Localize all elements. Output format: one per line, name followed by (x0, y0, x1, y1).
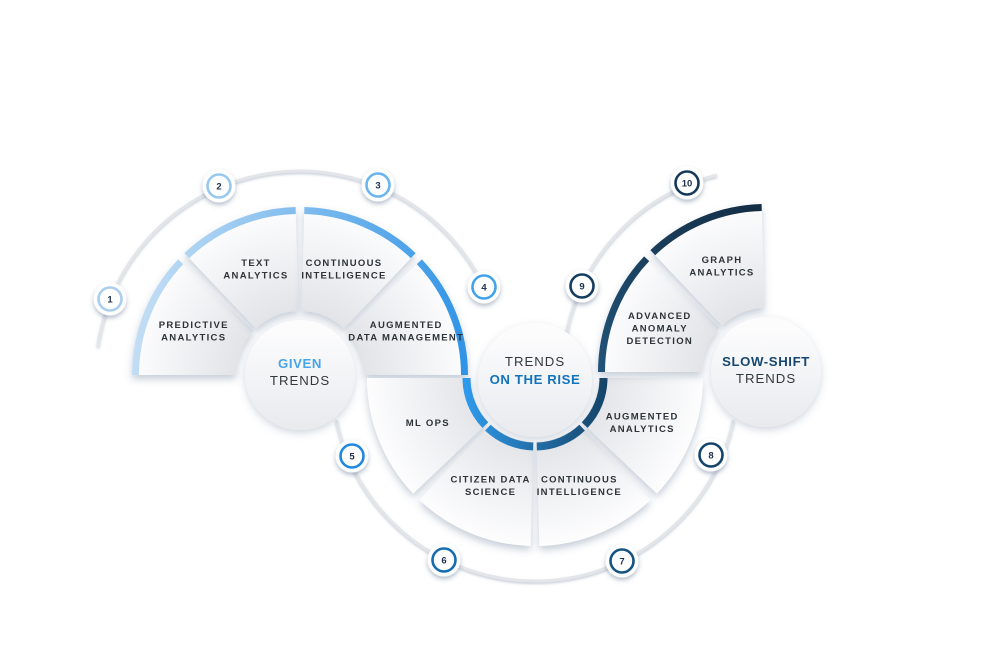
fan-rise-title-line1: TRENDS (505, 354, 565, 369)
badge-ring (609, 548, 635, 574)
segment-label: AUGMENTED (370, 320, 443, 331)
badge-7: 7 (605, 544, 639, 578)
badge-ring (339, 443, 365, 469)
segment-augmented-analytics (581, 378, 703, 494)
badge-9: 9 (565, 269, 599, 303)
fan-segments: PREDICTIVE ANALYTICS TEXT ANALYTICS CONTINUO… (132, 204, 765, 546)
fan-center-rise (478, 323, 592, 437)
segment-label: DATA MANAGEMENT (348, 333, 464, 344)
segment-accent-band (650, 204, 762, 256)
track-arc-rise (334, 419, 736, 583)
fan-center-slowshift (711, 317, 821, 427)
segment-label: PREDICTIVE (159, 320, 229, 331)
badge-ring (365, 172, 391, 198)
segment-accent-band (581, 377, 608, 428)
track-arcs (96, 169, 736, 583)
segment-label: ADVANCED (628, 311, 692, 322)
fan-given-title-line1: GIVEN (278, 356, 322, 371)
badge-number: 10 (682, 178, 693, 189)
segment-accent-band (184, 207, 296, 259)
fan-rise: ML OPS CITIZEN DATA SCIENCE CONTINUOUS INTEL… (367, 377, 703, 546)
fan-center-given (245, 320, 355, 430)
badge-number: 5 (349, 451, 355, 462)
segment-label: CITIZEN DATA (451, 474, 531, 485)
segment-label: SCIENCE (465, 487, 516, 498)
badge-1: 1 (93, 282, 127, 316)
number-badges: 1 2 3 4 5 6 7 8 9 10 (93, 166, 728, 578)
badge-ring (698, 442, 724, 468)
segment-label: AUGMENTED (606, 412, 679, 423)
segment-label: INTELLIGENCE (301, 271, 386, 282)
badge-ring (97, 286, 123, 312)
segment-label: DETECTION (626, 336, 693, 347)
badge-ring (569, 273, 595, 299)
segment-accent-band (304, 207, 416, 259)
segment-ml-ops (367, 378, 489, 494)
segment-accent-band (132, 259, 184, 376)
segment-label: CONTINUOUS (541, 474, 618, 485)
badge-ring (471, 274, 497, 300)
badge-number: 3 (375, 180, 380, 191)
fan-given-title-line2: TRENDS (270, 373, 330, 388)
badge-number: 2 (216, 181, 221, 192)
segment-citizen-data-science (419, 424, 534, 546)
segment-label: ML OPS (406, 418, 450, 429)
badge-6: 6 (427, 543, 461, 577)
fan-slowshift-title-line1: SLOW-SHIFT (722, 354, 810, 369)
badge-number: 7 (619, 556, 624, 567)
badge-3: 3 (361, 168, 395, 202)
segment-label: ANALYTICS (689, 268, 754, 279)
badge-number: 1 (107, 294, 113, 305)
badge-2: 2 (202, 169, 236, 203)
segment-accent-band (598, 256, 650, 373)
segment-label: CONTINUOUS (306, 258, 383, 269)
track-arc-given (96, 169, 491, 347)
badge-number: 9 (579, 281, 584, 292)
fan-rise-title-line2: ON THE RISE (490, 372, 581, 387)
segment-continuous-intelligence (536, 424, 651, 546)
fan-centers: GIVEN TRENDS TRENDS ON THE RISE SLOW-SHI… (245, 317, 821, 437)
badge-8: 8 (694, 438, 728, 472)
badge-ring (431, 547, 457, 573)
badge-4: 4 (467, 270, 501, 304)
badge-number: 4 (481, 282, 487, 293)
badge-ring (206, 173, 232, 199)
segment-label: ANOMALY (632, 323, 688, 334)
segment-accent-band (536, 424, 585, 451)
badge-10: 10 (670, 166, 704, 200)
fan-slowshift-title-line2: TRENDS (736, 371, 796, 386)
segment-label: INTELLIGENCE (537, 487, 622, 498)
badge-number: 6 (441, 555, 446, 566)
segment-label: GRAPH (702, 255, 743, 266)
segment-accent-band (416, 259, 468, 376)
segment-label: ANALYTICS (223, 271, 288, 282)
segment-label: TEXT (241, 258, 270, 269)
badge-5: 5 (335, 439, 369, 473)
segment-label: ANALYTICS (610, 424, 675, 435)
badge-number: 8 (708, 450, 713, 461)
badge-ring (674, 170, 700, 196)
segment-label: ANALYTICS (161, 333, 226, 344)
segment-accent-band (485, 424, 534, 451)
fan-given: PREDICTIVE ANALYTICS TEXT ANALYTICS CONTINUO… (132, 207, 468, 376)
segment-accent-band (462, 377, 489, 428)
